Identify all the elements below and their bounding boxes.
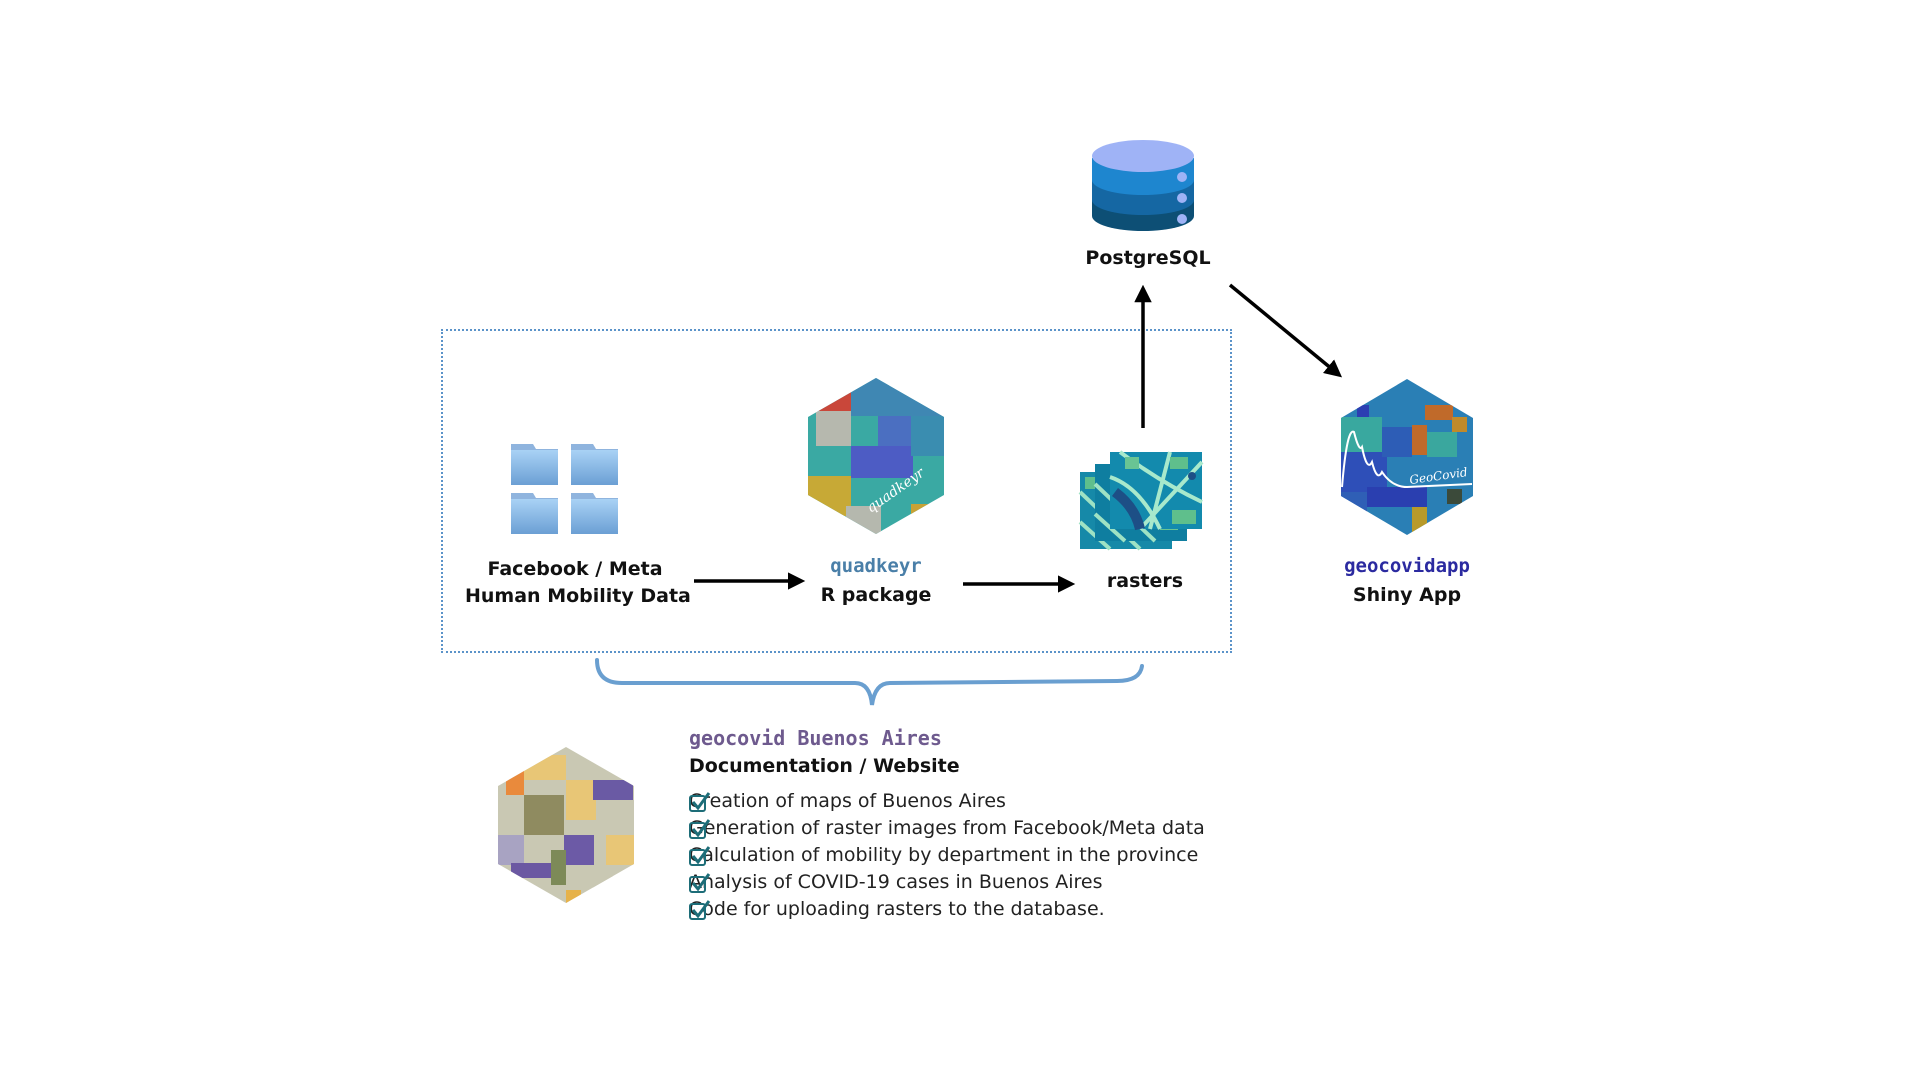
checklist-item: Creation of maps of Buenos Aires — [689, 788, 1205, 815]
checkbox-checked-icon — [689, 899, 711, 920]
checkbox-checked-icon — [689, 872, 711, 893]
checkbox-checked-icon — [689, 791, 711, 812]
facebook-label-line2: Human Mobility Data — [465, 585, 691, 607]
postgres-label: PostgreSQL — [1085, 247, 1211, 269]
checklist-item: Code for uploading rasters to the databa… — [689, 896, 1205, 923]
arrow-postgres-to-geocovidapp — [1228, 283, 1343, 378]
feature-checklist: Creation of maps of Buenos Aires Generat… — [689, 788, 1205, 923]
geocovid-subtitle: Documentation / Website — [689, 755, 960, 777]
checklist-item-text: Generation of raster images from Faceboo… — [689, 817, 1205, 839]
geocovid-hex-logo — [498, 747, 634, 903]
curly-brace — [595, 658, 1144, 706]
geocovidapp-name: geocovidapp — [1344, 555, 1470, 577]
checklist-item-text: Code for uploading rasters to the databa… — [689, 898, 1105, 920]
pipeline-group-box — [441, 329, 1232, 653]
quadkeyr-hex-logo: quadkeyr — [808, 378, 944, 534]
checklist-item: Generation of raster images from Faceboo… — [689, 815, 1205, 842]
rasters-label: rasters — [1106, 570, 1184, 592]
checklist-item: Calculation of mobility by department in… — [689, 842, 1205, 869]
checklist-item-text: Creation of maps of Buenos Aires — [689, 790, 1006, 812]
facebook-label-line1: Facebook / Meta — [487, 558, 663, 580]
checkbox-checked-icon — [689, 818, 711, 839]
database-icon — [1092, 140, 1194, 231]
quadkeyr-subtitle: R package — [820, 584, 932, 606]
checklist-item: Analysis of COVID-19 cases in Buenos Air… — [689, 869, 1205, 896]
checkbox-checked-icon — [689, 845, 711, 866]
raster-maps-icon — [1078, 450, 1204, 551]
checklist-item-text: Calculation of mobility by department in… — [689, 844, 1199, 866]
geocovid-name: geocovid Buenos Aires — [689, 726, 942, 750]
geocovidapp-hex-logo: GeoCovid — [1341, 379, 1473, 535]
checklist-item-text: Analysis of COVID-19 cases in Buenos Air… — [689, 871, 1103, 893]
quadkeyr-name: quadkeyr — [830, 555, 922, 577]
geocovidapp-subtitle: Shiny App — [1352, 584, 1462, 606]
folders-icon — [511, 444, 618, 534]
